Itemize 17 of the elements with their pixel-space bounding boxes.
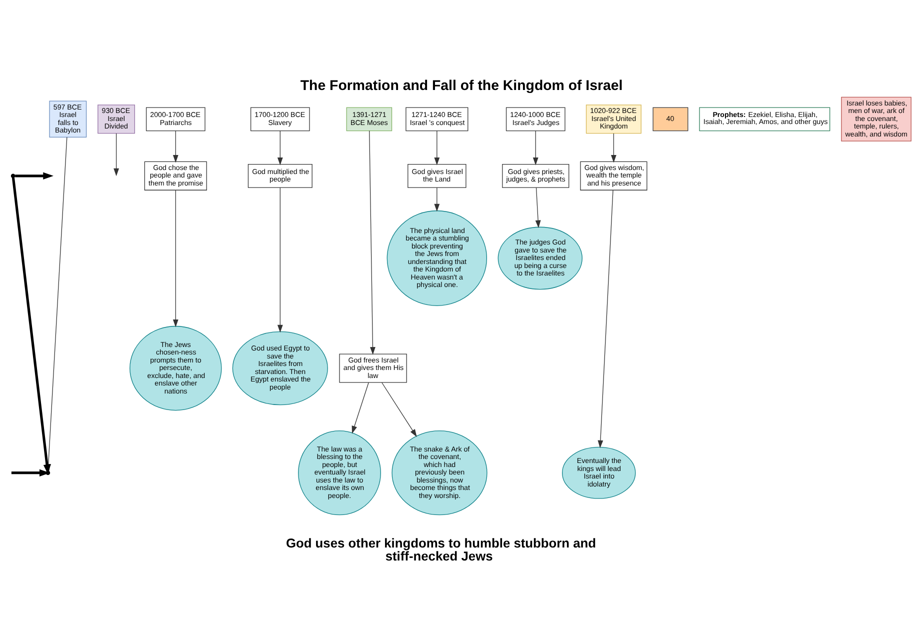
caption: God uses other kingdoms to humble stubborn and stiff-necked Jews xyxy=(286,536,596,564)
node-point xyxy=(10,174,16,178)
arrow xyxy=(277,187,283,333)
arrow xyxy=(532,130,538,166)
arrow xyxy=(382,382,417,437)
arrow xyxy=(434,130,440,166)
diagram-title: The Formation and Fall of the Kingdom of Israel xyxy=(300,78,623,94)
arrow xyxy=(369,130,376,355)
arrow xyxy=(15,172,54,180)
arrow xyxy=(598,190,614,448)
arrow xyxy=(610,133,616,163)
arrow xyxy=(352,382,369,434)
arrow xyxy=(172,190,178,328)
arrow xyxy=(535,187,541,228)
arrow xyxy=(172,130,178,163)
arrow xyxy=(277,130,283,166)
arrow xyxy=(434,187,440,212)
